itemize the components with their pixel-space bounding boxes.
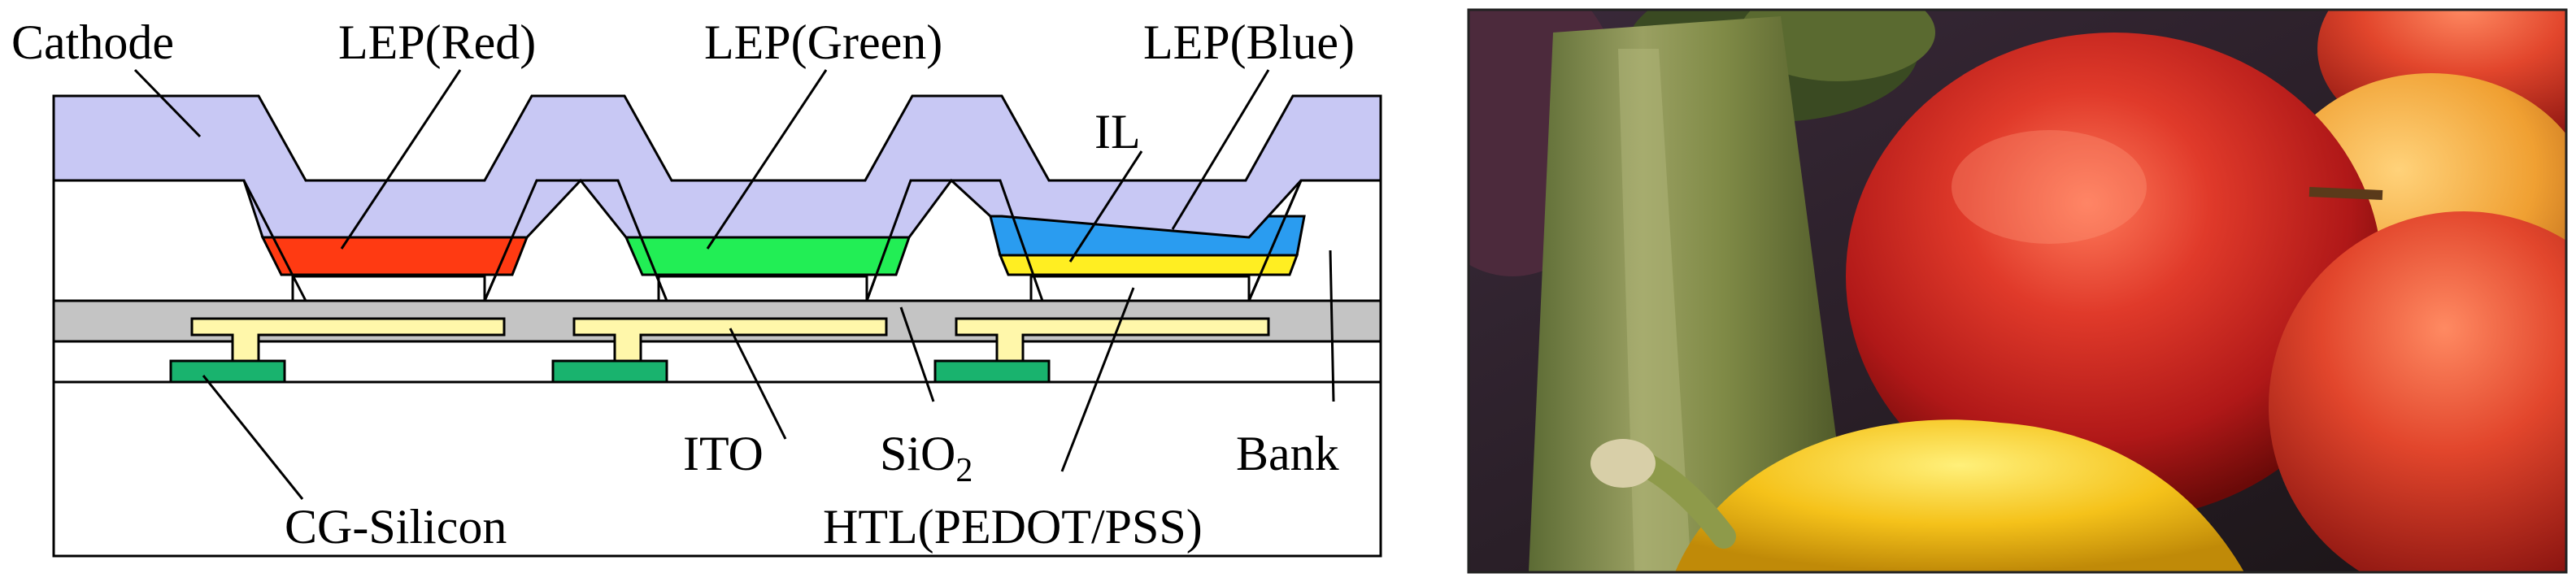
fruit-vegetable-photo (1469, 10, 2566, 572)
label-cathode: Cathode (11, 15, 174, 69)
leader-lep-red (340, 69, 462, 250)
label-htl: HTL(PEDOT/PSS) (823, 500, 1203, 554)
label-lep-blue: LEP(Blue) (1143, 15, 1355, 69)
label-bank: Bank (1236, 427, 1339, 480)
cg-silicon-pad-2 (551, 359, 668, 384)
leader-lep-green (706, 69, 828, 250)
lep-red-layer (260, 236, 529, 276)
leader-cathode (133, 68, 202, 138)
leader-cg-silicon (202, 375, 304, 500)
cg-silicon-pad-1 (169, 359, 286, 384)
htl-layer-3 (1029, 275, 1251, 302)
photo-frame (1467, 8, 2568, 574)
leader-ito (729, 328, 787, 440)
label-lep-red: LEP(Red) (338, 15, 536, 69)
ito-electrode-2 (572, 317, 888, 363)
leader-bank (1329, 250, 1335, 402)
leader-lep-blue (1171, 69, 1270, 230)
leader-htl (1060, 287, 1135, 472)
label-cg-silicon: CG-Silicon (285, 500, 507, 554)
leader-sio2 (899, 306, 935, 402)
label-sio2: SiO2 (880, 427, 973, 489)
htl-layer-1 (291, 275, 486, 302)
cg-silicon-pad-3 (933, 359, 1051, 384)
label-sio2-base: SiO (880, 427, 955, 480)
htl-layer-2 (657, 275, 868, 302)
label-il: IL (1094, 105, 1141, 159)
leader-il (1068, 150, 1143, 263)
oled-cross-section-diagram: Cathode LEP(Red) LEP(Green) LEP(Blue) IL… (11, 15, 1382, 558)
cathode-layer (52, 94, 1382, 239)
label-ito: ITO (683, 427, 764, 480)
il-layer (998, 254, 1299, 276)
label-sio2-subscript: 2 (955, 452, 973, 489)
ito-electrode-1 (190, 317, 506, 363)
lep-green-layer (624, 236, 912, 276)
ito-electrode-3 (955, 317, 1270, 363)
label-lep-green: LEP(Green) (704, 15, 942, 69)
substrate (52, 380, 1382, 558)
bank-outline (242, 179, 1303, 302)
